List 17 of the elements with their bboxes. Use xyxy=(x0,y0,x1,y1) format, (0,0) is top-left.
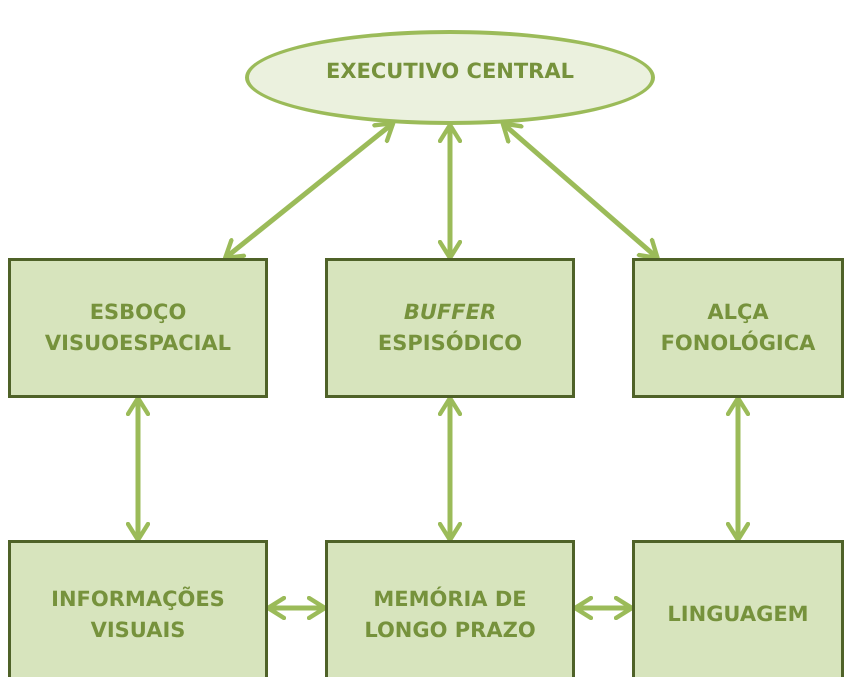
double-arrow xyxy=(438,396,462,542)
process-box xyxy=(325,258,575,398)
double-arrow xyxy=(438,122,462,260)
process-box xyxy=(8,540,268,677)
process-box xyxy=(632,258,844,398)
node-label: BUFFER ESPISÓDICO xyxy=(376,298,524,357)
node-label: MEMÓRIA DE LONGO PRAZO xyxy=(363,586,537,644)
node-label: LINGUAGEM xyxy=(667,601,809,628)
node-label: EXECUTIVO CENTRAL xyxy=(326,58,574,85)
node-label: INFORMAÇÕES VISUAIS xyxy=(50,586,226,644)
double-arrow xyxy=(126,396,150,542)
node-label: ALÇA FONOLÓGICA xyxy=(660,298,816,357)
process-box xyxy=(632,540,844,677)
double-arrow xyxy=(726,396,750,542)
process-box xyxy=(8,258,268,398)
process-box xyxy=(325,540,575,677)
node-label: ESBOÇO VISUOESPACIAL xyxy=(44,298,232,357)
